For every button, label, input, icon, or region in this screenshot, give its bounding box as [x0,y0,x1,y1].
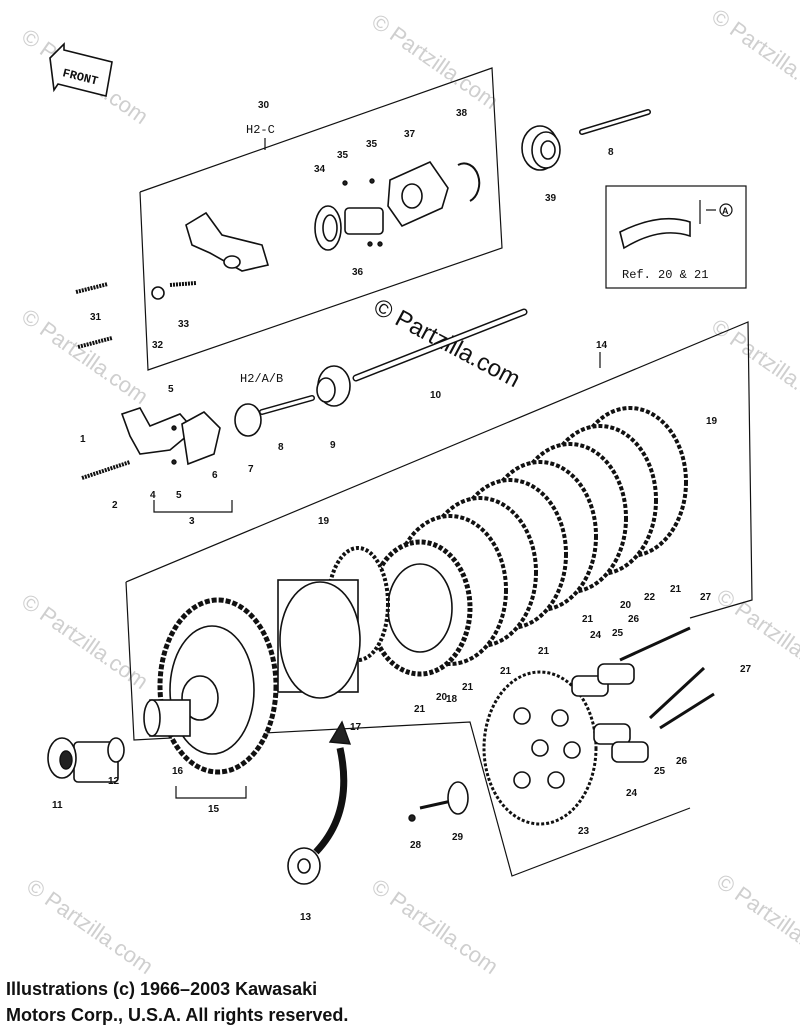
svg-text:12: 12 [108,776,120,787]
collar-washer: 11 12 [47,737,125,811]
svg-text:23: 23 [578,826,590,837]
svg-text:21: 21 [538,646,550,657]
svg-text:38: 38 [456,108,468,119]
ref-text: Ref. 20 & 21 [622,268,708,282]
svg-text:21: 21 [670,584,682,595]
watermark: © Partzilla.com [707,4,800,110]
svg-text:2: 2 [112,500,118,511]
box-h2c: 30 H2-C 34 35 35 37 38 36 32 33 [139,67,503,371]
main-labels: 19 19 21 22 20 21 21 21 21 20 18 21 17 1… [172,416,718,815]
box-30-variant: H2-C [246,123,275,137]
watermark: © Partzilla.com [712,584,800,690]
main-clutch-box: 14 [125,321,753,877]
pushrod-29: 28 29 [408,781,469,851]
svg-text:34: 34 [314,164,326,175]
svg-text:21: 21 [500,666,512,677]
watermark: © Partzilla.com [17,304,153,410]
svg-text:25: 25 [654,766,666,777]
svg-text:33: 33 [178,319,190,330]
screws-31: 31 [75,282,113,349]
svg-text:21: 21 [462,682,474,693]
clutch-hub-housing [143,546,390,775]
variant-h2ab: H2/A/B [240,372,283,386]
lever-assembly-h2ab: H2/A/B 5 1 2 4 5 6 3 7 8 9 [80,365,351,527]
svg-text:8: 8 [278,442,284,453]
svg-text:39: 39 [545,193,557,204]
svg-text:11: 11 [52,800,63,811]
spring-sets: 24 25 26 27 27 24 25 26 [571,592,752,799]
svg-text:20: 20 [620,600,632,611]
watermark: © Partzilla.com [367,874,503,980]
install-arrow-icon: 13 [287,720,352,923]
box-30-number: 30 [258,100,270,111]
svg-text:21: 21 [414,704,426,715]
svg-text:15: 15 [208,804,220,815]
ref-marker: A [722,206,729,216]
svg-text:6: 6 [212,470,218,481]
svg-text:20: 20 [436,692,448,703]
watermark: © Partzilla.com [712,869,800,975]
svg-text:27: 27 [740,664,752,675]
svg-text:25: 25 [612,628,624,639]
svg-text:5: 5 [176,490,182,501]
svg-text:26: 26 [628,614,640,625]
svg-text:32: 32 [152,340,164,351]
pressure-plate: 23 [482,670,598,837]
copyright-line-1: Illustrations (c) 1966–2003 Kawasaki [6,979,318,999]
svg-text:16: 16 [172,766,184,777]
bearing-39: 39 8 [521,109,651,204]
svg-text:10: 10 [430,390,442,401]
svg-text:21: 21 [582,614,594,625]
svg-text:31: 31 [90,312,102,323]
svg-text:22: 22 [644,592,656,603]
svg-text:8: 8 [608,147,614,158]
svg-text:4: 4 [150,490,156,501]
front-arrow-icon: FRONT [49,42,113,97]
svg-text:5: 5 [168,384,174,395]
copyright-notice: Illustrations (c) 1966–2003 Kawasaki Mot… [6,976,526,1028]
svg-text:35: 35 [337,150,349,161]
watermark: © Partzilla.com [22,874,158,980]
svg-text:35: 35 [366,139,378,150]
svg-text:37: 37 [404,129,416,140]
svg-text:9: 9 [330,440,336,451]
clutch-plate-pack [367,406,688,677]
svg-text:19: 19 [706,416,718,427]
svg-text:7: 7 [248,464,254,475]
svg-text:29: 29 [452,832,464,843]
svg-text:13: 13 [300,912,312,923]
svg-text:18: 18 [446,694,458,705]
svg-text:36: 36 [352,267,364,278]
svg-text:17: 17 [350,722,362,733]
svg-text:24: 24 [626,788,638,799]
svg-text:19: 19 [318,516,330,527]
watermark: © Partzilla.com [707,314,800,420]
svg-text:28: 28 [410,840,422,851]
svg-text:26: 26 [676,756,688,767]
svg-text:1: 1 [80,434,86,445]
svg-text:14: 14 [596,340,608,351]
svg-text:27: 27 [700,592,712,603]
ref-box: A Ref. 20 & 21 [605,185,747,289]
watermark: © Partzilla.com [367,9,503,115]
rod-10: 10 [352,308,528,401]
svg-text:3: 3 [189,516,195,527]
copyright-line-2: Motors Corp., U.S.A. All rights reserved… [6,1005,349,1025]
svg-text:24: 24 [590,630,602,641]
watermark: © Partzilla.com [17,589,153,695]
